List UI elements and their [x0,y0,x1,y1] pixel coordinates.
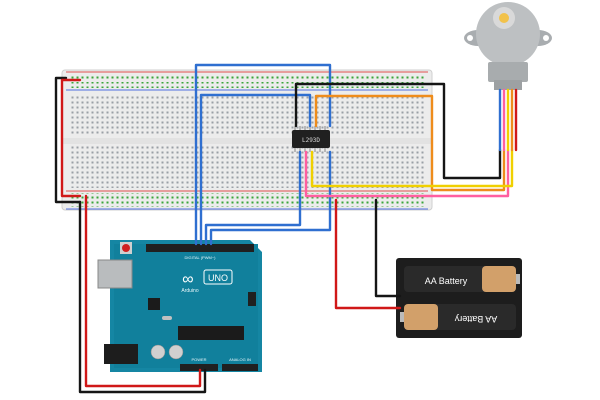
battery-cell-top: AA Battery [404,266,520,292]
top-terminal-strip [70,94,425,136]
bottom-rail-row-2 [70,201,425,207]
battery-bottom-label: AA Battery [454,314,497,324]
wire-motor-orange [314,94,506,192]
wire-motor-yellow [310,148,514,188]
wire-gnd-left [54,76,82,204]
arduino-logo-icon: ∞ [182,271,193,288]
battery-pack: AA Battery AA Battery [396,258,522,338]
arduino-brand-label: Arduino [181,288,198,294]
power-header [180,364,218,371]
wire-vcc-left [60,78,82,198]
wire-battery-negative [374,198,402,298]
center-channel [62,138,432,144]
wire-motor-pink [304,148,510,198]
reset-button [122,244,130,252]
stepper-motor [464,2,552,90]
analog-header-label: ANALOG IN [229,357,251,362]
bottom-rail-row-1 [70,193,425,199]
top-rail-row-1 [70,74,425,80]
top-rail-row-2 [70,82,425,88]
atmega-chip [178,326,244,340]
wire-in4 [209,150,332,246]
wires [54,63,518,394]
wire-battery-positive [334,198,402,310]
arduino-uno: DIGITAL (PWM~) ∞ UNO Arduino POWER ANALO… [97,240,262,372]
breadboard [61,69,433,211]
usb-port [97,259,133,289]
l293d-chip: L293D [292,126,330,152]
wire-5v [84,194,202,388]
arduino-model-label: UNO [208,273,228,283]
power-jack [104,344,138,364]
bottom-terminal-strip [70,146,425,188]
wire-gnd [78,200,207,394]
digital-header-label: DIGITAL (PWM~) [185,255,217,260]
chip-label: L293D [302,137,320,144]
wire-in2 [199,93,312,246]
battery-cell-bottom: AA Battery [400,304,516,330]
wire-in3 [204,150,302,246]
battery-top-label: AA Battery [425,276,468,286]
digital-header [146,244,254,252]
power-header-label: POWER [191,357,206,362]
wire-motor-black [294,82,502,180]
analog-header [222,364,258,371]
